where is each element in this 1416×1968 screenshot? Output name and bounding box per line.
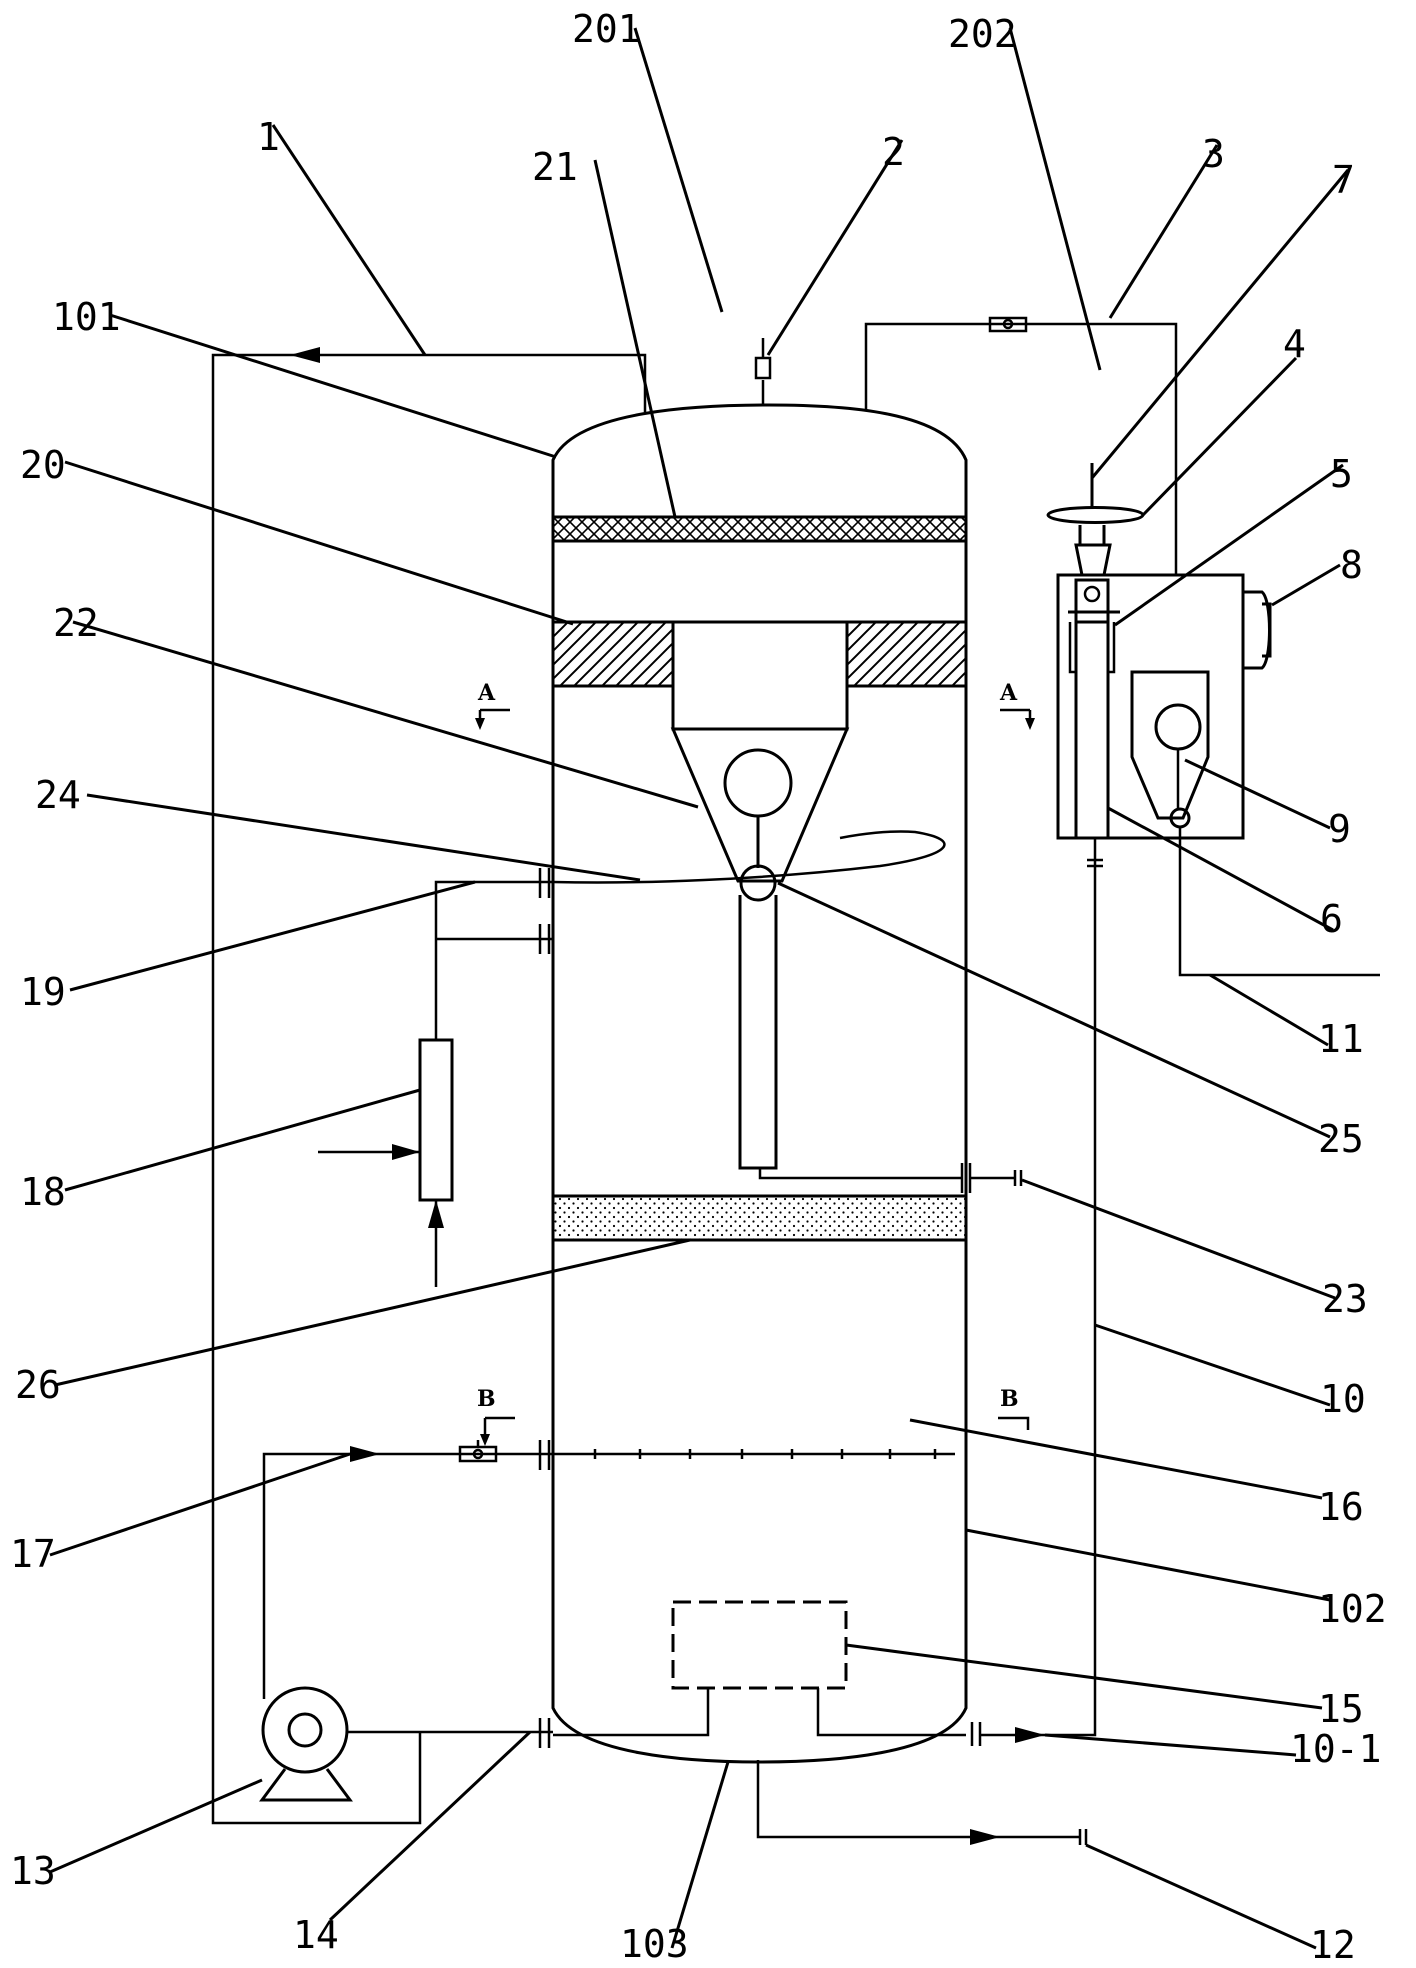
recirculation-line [262,1440,553,1699]
section-mark-b-left: B [477,1386,515,1446]
section-a-left-label: A [477,680,496,706]
gas-inlet-lines [318,880,553,1287]
side-tank [1056,573,1380,977]
label-25: 25 [1318,1117,1364,1161]
label-6: 6 [1320,897,1343,941]
section-mark-b-right: B [998,1386,1030,1430]
outlet-23 [970,1170,1023,1186]
label-11: 11 [1318,1017,1364,1061]
label-103: 103 [620,1922,689,1966]
label-12: 12 [1310,1923,1356,1967]
spray-pipe [553,1449,955,1459]
leader-lines [49,27,1350,1950]
label-26: 26 [15,1363,61,1407]
tower-vessel [551,403,968,1764]
dashed-unit [553,1600,966,1737]
label-18: 18 [20,1170,66,1214]
label-21: 21 [532,145,578,189]
label-8: 8 [1340,543,1363,587]
demister-mesh [551,515,968,543]
top-right-pipe [864,316,1178,575]
label-22: 22 [53,601,99,645]
section-mark-a-right: A [999,680,1035,730]
label-9: 9 [1328,807,1351,851]
wall-flanges [538,868,982,1748]
packing-layer [551,1194,968,1242]
pipe-10 [980,838,1103,1743]
label-202: 202 [948,12,1017,56]
label-24: 24 [35,773,81,817]
label-102: 102 [1318,1587,1387,1631]
label-2: 2 [882,130,905,174]
cyclone-separator [670,620,962,1180]
section-b-right-label: B [1000,1386,1019,1412]
label-19: 19 [20,970,66,1014]
label-23: 23 [1322,1277,1368,1321]
label-3: 3 [1202,132,1225,176]
label-10: 10 [1320,1377,1366,1421]
section-a-right-label: A [999,680,1018,706]
bottom-drain [756,1760,1088,1845]
circulation-pump [259,1686,553,1802]
section-mark-a-left: A [475,680,510,730]
label-4: 4 [1283,322,1306,366]
label-101: 101 [52,295,121,339]
label-16: 16 [1318,1485,1364,1529]
section-b-left-label: B [477,1386,496,1412]
left-return-pipe [211,347,647,1825]
reference-labels: 1 2 3 4 5 6 7 8 9 10 10-1 11 12 13 14 15… [10,7,1387,1967]
label-14: 14 [293,1913,339,1957]
label-13: 13 [10,1849,56,1893]
hatched-layer [551,620,968,688]
label-201: 201 [572,7,641,51]
label-17: 17 [10,1532,56,1576]
label-5: 5 [1330,452,1353,496]
label-1: 1 [257,115,280,159]
label-7: 7 [1332,158,1355,202]
top-vent-valve [754,338,772,405]
label-15: 15 [1318,1687,1364,1731]
label-10-1: 10-1 [1290,1727,1382,1771]
curved-inlet [552,830,946,884]
burner-assembly [1046,463,1145,840]
label-20: 20 [20,443,66,487]
